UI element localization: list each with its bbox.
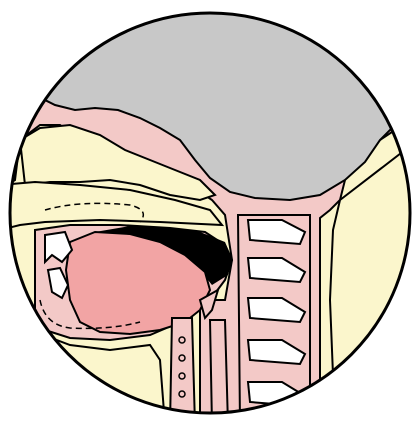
esophagus (210, 320, 228, 425)
